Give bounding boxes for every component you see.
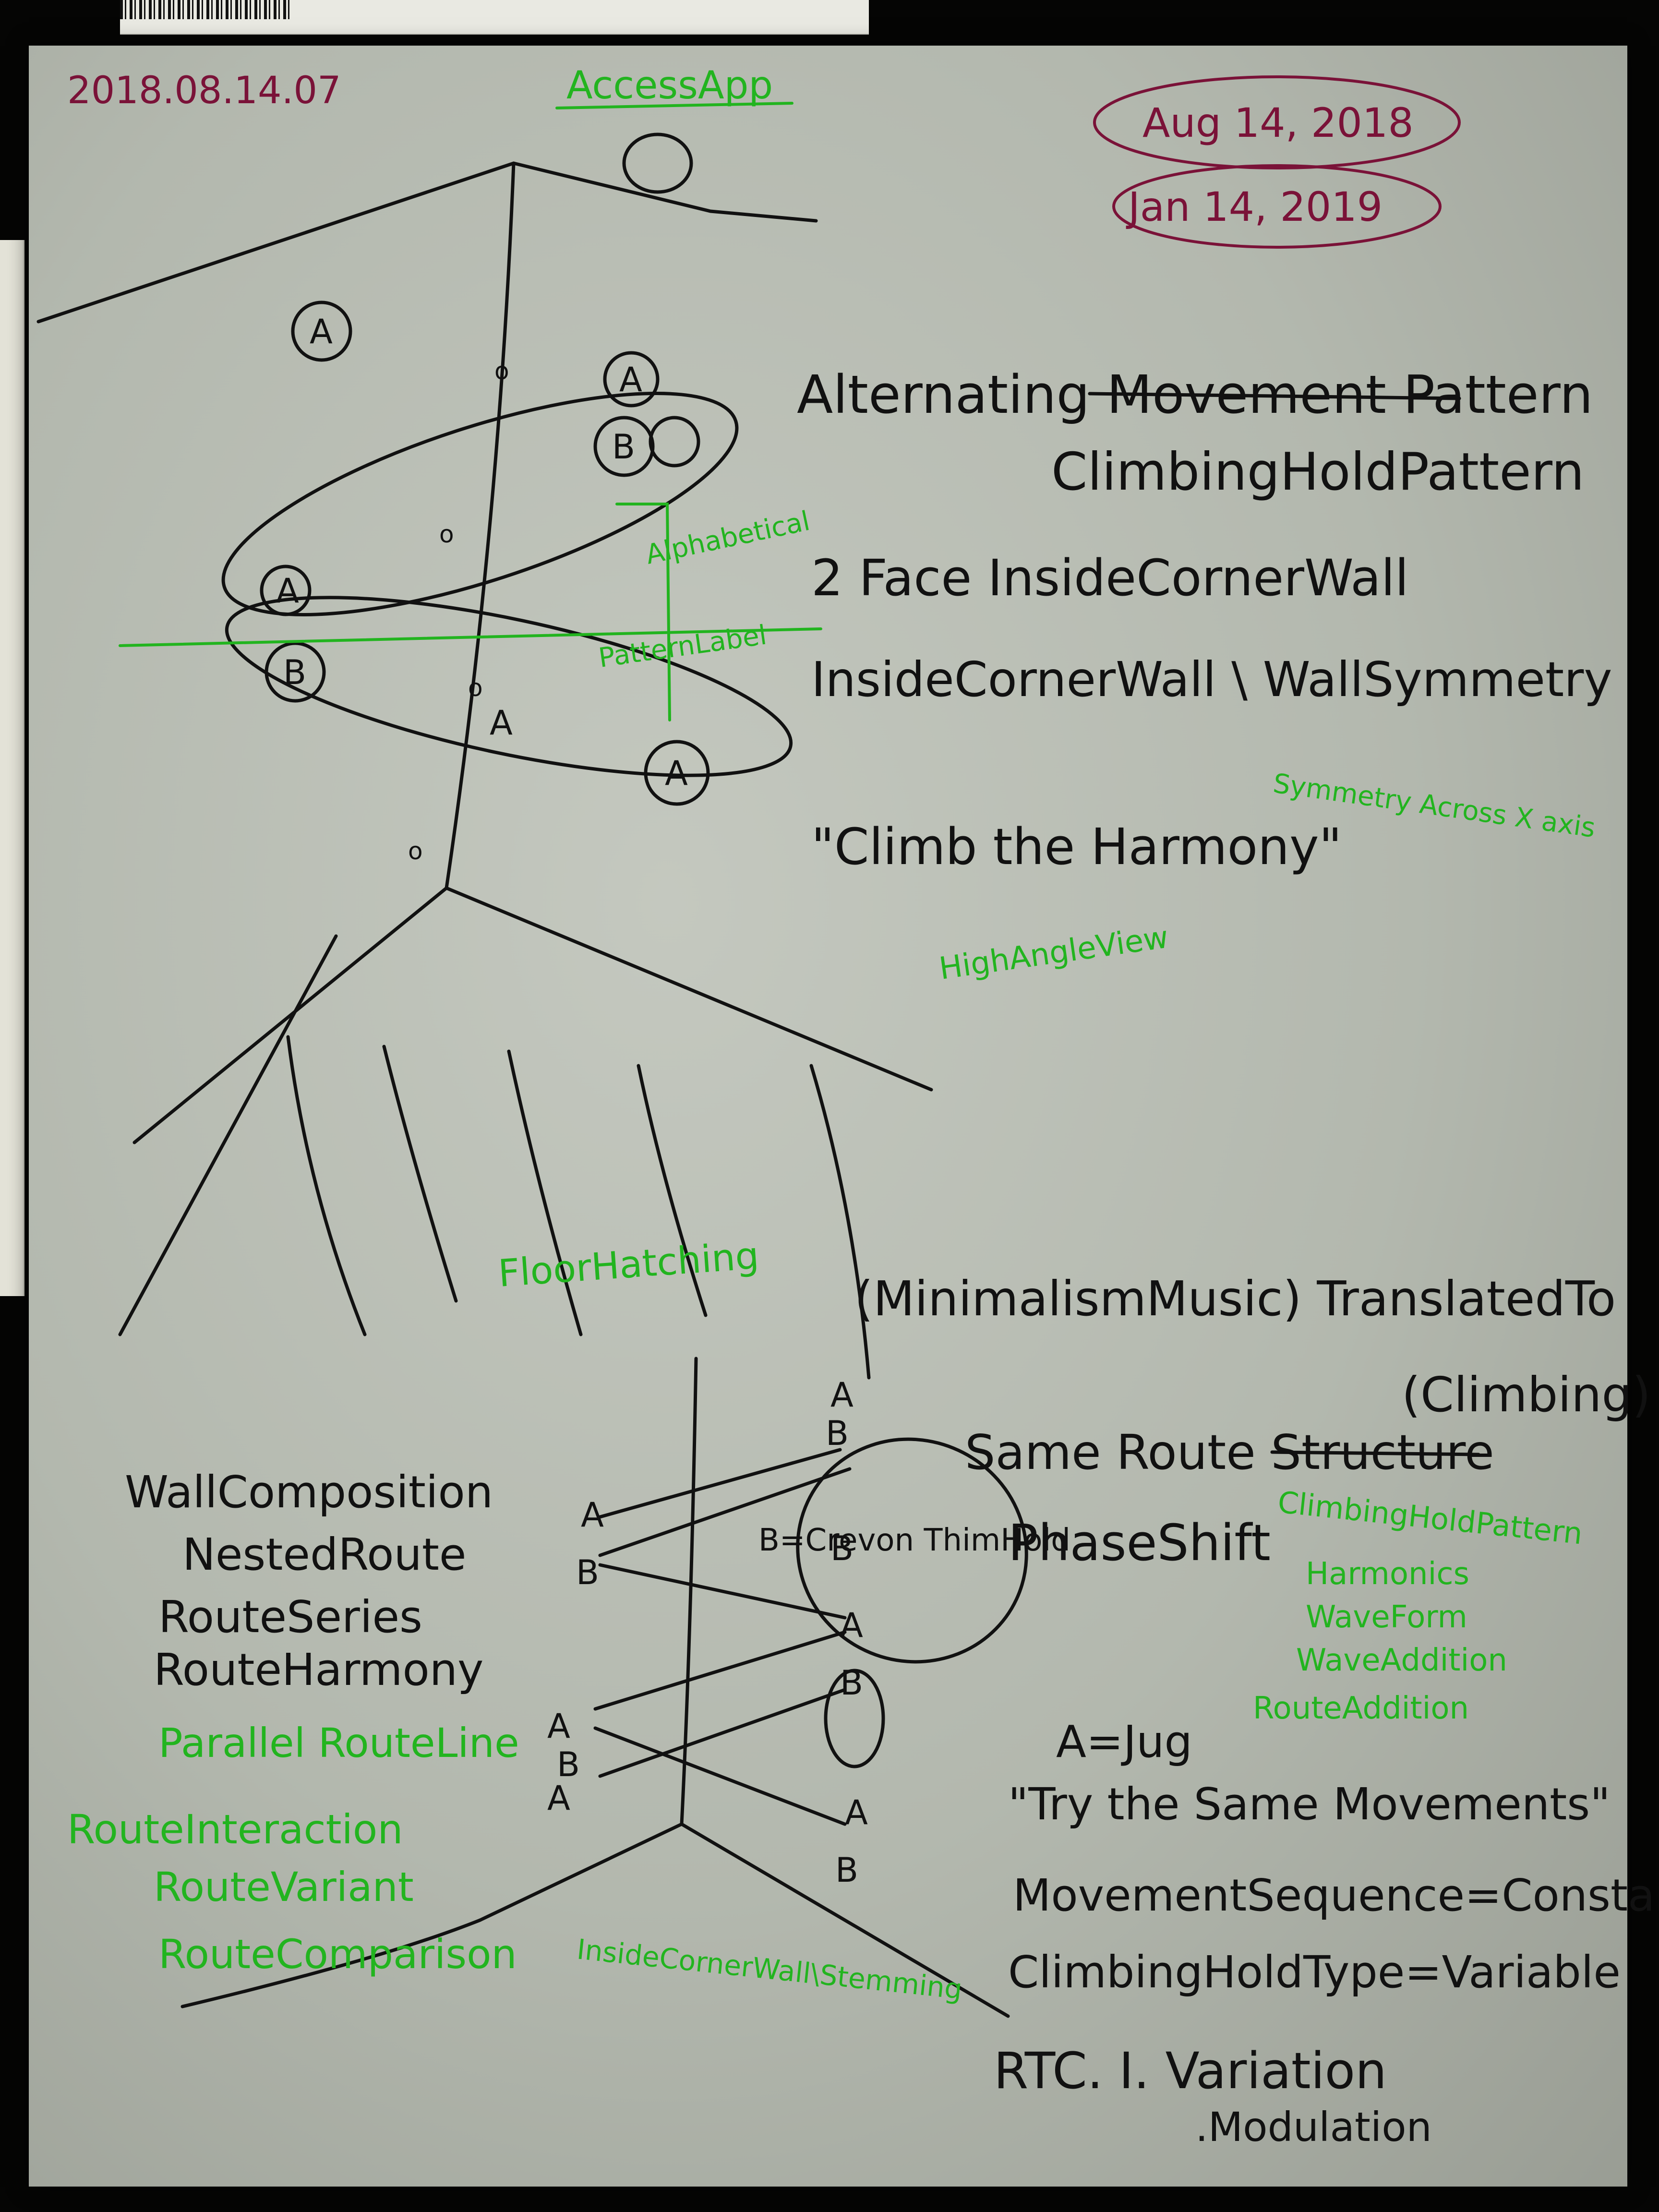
floor-hatching-lines — [286, 1035, 871, 1380]
hold-label-b: B — [557, 1745, 580, 1784]
note-wall-symmetry: InsideCornerWall \ WallSymmetry — [811, 651, 1612, 708]
left-list-item: RouteVariant — [154, 1863, 414, 1911]
hold-label-a: A — [845, 1793, 868, 1832]
hold-label-a: A — [665, 754, 688, 793]
left-list-item: Parallel RouteLine — [158, 1719, 519, 1767]
note-minimalism: (MinimalismMusic) TranslatedTo — [854, 1271, 1616, 1327]
hold-label-b: B — [612, 427, 635, 467]
left-list-item: RouteComparison — [158, 1931, 517, 1978]
note-a-jug: A=Jug — [1056, 1716, 1192, 1767]
side-note-strip — [0, 240, 24, 1296]
small-hold-o: o — [468, 674, 483, 702]
hold-label-a: A — [276, 571, 299, 611]
hold-label-b: B — [840, 1663, 863, 1703]
small-hold-o: o — [439, 520, 454, 548]
harmonics-item: Harmonics — [1306, 1556, 1469, 1592]
small-hold-o: o — [494, 357, 509, 385]
wave-addition-item: WaveAddition — [1296, 1643, 1507, 1678]
hold-label-b: B — [576, 1553, 599, 1592]
note-rtc-variation: RTC. I. Variation — [994, 2042, 1387, 2100]
bottom-notes: A=Jug "Try the Same Movements" MovementS… — [994, 1716, 1659, 2151]
note-hold-type: ClimbingHoldType=Variable — [1008, 1947, 1621, 1998]
note-2-face: 2 Face InsideCornerWall — [811, 549, 1409, 607]
date-right-2: Jan 14, 2019 — [1126, 183, 1382, 230]
note-phase-shift: PhaseShift — [1008, 1514, 1271, 1572]
note-climbing-hold-pattern-green: ClimbingHoldPattern — [1276, 1484, 1584, 1551]
hold-label-a: A — [310, 312, 333, 351]
barcode — [120, 0, 293, 19]
waveform-item: WaveForm — [1306, 1599, 1467, 1635]
note-movement-sequence: MovementSequence=Constant — [1013, 1870, 1659, 1921]
note-high-angle-view: HighAngleView — [937, 920, 1171, 987]
upper-small-holds: o o o o — [408, 357, 509, 865]
lower-hold-labels: A B B A B A B A B A A B — [547, 1375, 868, 1890]
note-modulation: .Modulation — [1195, 2104, 1432, 2151]
left-list-item: RouteSeries — [158, 1591, 422, 1643]
upper-wall-lines — [36, 132, 933, 1336]
date-left: 2018.08.14.07 — [67, 69, 341, 112]
hold-label-a: A — [830, 1375, 854, 1415]
hold-label-a: A — [490, 703, 513, 743]
left-list-item: NestedRoute — [182, 1529, 467, 1580]
left-list-item: RouteInteraction — [67, 1806, 403, 1853]
green-harmonics-list: Harmonics WaveForm WaveAddition RouteAdd… — [1253, 1556, 1507, 1726]
hold-label-b: B — [830, 1529, 854, 1568]
date-oval — [1093, 75, 1461, 169]
notebook-page — [29, 46, 1627, 2187]
hold-label-b: B — [826, 1414, 849, 1453]
hold-label-a: A — [619, 360, 642, 399]
note-climbing-hold-pattern: ClimbingHoldPattern — [1051, 442, 1585, 502]
small-hold-o: o — [408, 837, 423, 865]
upper-green-labels: Alphabetical PatternLabel — [597, 505, 813, 674]
hold-label-a: A — [581, 1495, 604, 1535]
date-oval — [1112, 164, 1442, 249]
route-addition-item: RouteAddition — [1253, 1691, 1469, 1726]
upper-hold-labels: A A B A B A A — [276, 312, 688, 793]
floor-hatching-label: FloorHatching — [497, 1234, 760, 1296]
hold-label-a: A — [547, 1707, 570, 1746]
lower-wall-lines — [180, 1357, 1028, 2018]
bubble-note-line1: B=Crevon ThimHold — [758, 1523, 1070, 1558]
date-right-1: Aug 14, 2018 — [1142, 99, 1414, 146]
inside-corner-stemming-label: InsideCornerWall\Stemming — [576, 1933, 964, 2006]
hold-label-a: A — [547, 1779, 570, 1818]
title: AccessApp — [566, 63, 773, 108]
note-climb-harmony: "Climb the Harmony" — [811, 817, 1342, 876]
note-climbing: (Climbing) — [1402, 1367, 1651, 1423]
left-green-list: Parallel RouteLine RouteInteraction Rout… — [67, 1719, 519, 1978]
hold-label-b: B — [835, 1851, 858, 1890]
left-list-item: WallComposition — [125, 1467, 493, 1518]
hold-label-b: B — [283, 653, 306, 692]
left-black-list: WallComposition NestedRoute RouteSeries … — [125, 1467, 493, 1695]
barcode-label — [120, 0, 869, 35]
left-list-item: RouteHarmony — [154, 1644, 483, 1695]
note-try-same: "Try the Same Movements" — [1008, 1779, 1611, 1830]
hold-label-a: A — [840, 1606, 863, 1645]
